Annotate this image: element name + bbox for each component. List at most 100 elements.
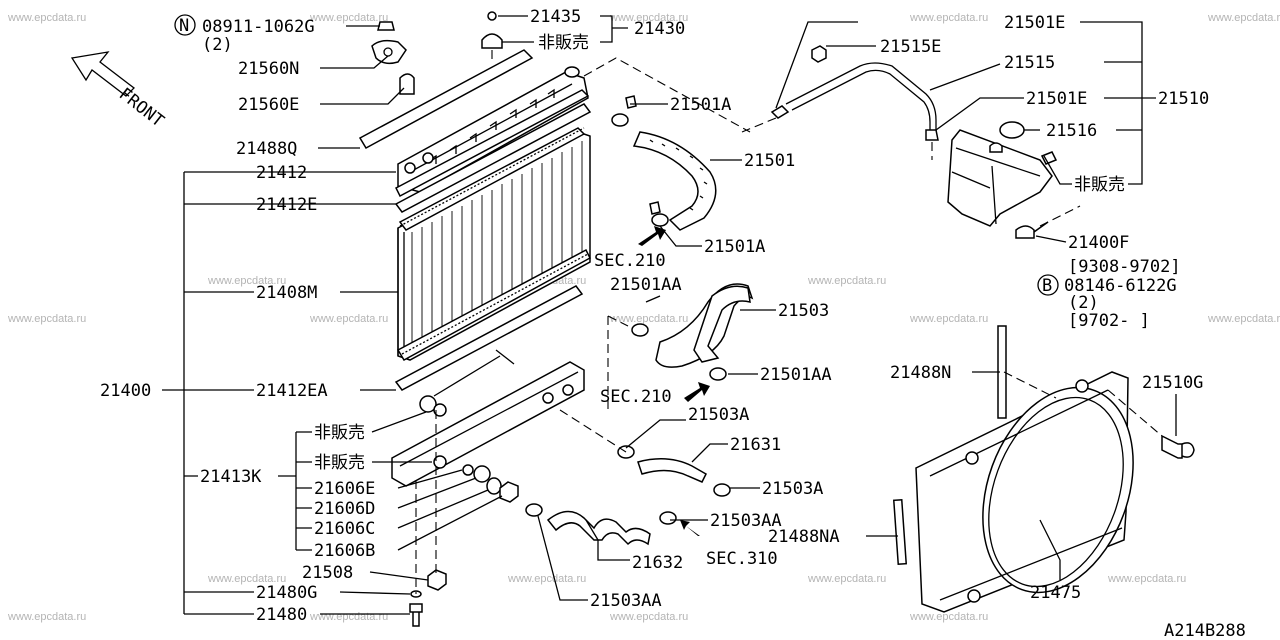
- label-21501a: 21501A: [704, 237, 765, 257]
- label-21503: 21503: [778, 301, 829, 321]
- bracket-21560n: [371, 39, 407, 65]
- watermark: www.epcdata.ru: [807, 573, 886, 585]
- clip-21501e-tank: [925, 129, 939, 141]
- cap-21430: [481, 33, 503, 49]
- n-mark-icon: [174, 14, 196, 36]
- label-not-sold: 非販売: [538, 33, 589, 53]
- front-arrow-icon: FRONT: [70, 51, 168, 131]
- label-21413k: 21413K: [200, 467, 262, 487]
- seal-21412: [395, 89, 590, 198]
- label-not-sold: 非販売: [314, 423, 365, 443]
- lower-hose-21503: [631, 283, 754, 381]
- watermark: www.epcdata.ru: [1207, 313, 1280, 325]
- label-21606c: 21606C: [314, 519, 375, 539]
- watermark: www.epcdata.ru: [207, 573, 286, 585]
- mount-21508: [427, 569, 447, 591]
- label-21475: 21475: [1030, 583, 1081, 603]
- label-21408m: 21408M: [256, 283, 317, 303]
- label-21488n: 21488N: [890, 363, 951, 383]
- label-21501e: 21501E: [1004, 13, 1065, 33]
- label-08146: 08146-6122G: [1064, 276, 1177, 296]
- label-21412ea: 21412EA: [256, 381, 328, 401]
- label-21501a: 21501A: [670, 95, 731, 115]
- label-21606d: 21606D: [314, 499, 375, 519]
- label-21430: 21430: [634, 19, 685, 39]
- label-21412e: 21412E: [256, 195, 317, 215]
- label-21606e: 21606E: [314, 479, 375, 499]
- label-sec210: SEC.210: [594, 251, 666, 271]
- reservoir-tank-21510: [947, 121, 1058, 227]
- watermark: www.epcdata.ru: [309, 12, 388, 24]
- hose-21631: [617, 445, 731, 497]
- label-21515: 21515: [1004, 53, 1055, 73]
- label-08146-qty: (2): [1068, 293, 1099, 313]
- clip-21501e: [770, 105, 790, 119]
- label-21435: 21435: [530, 7, 581, 27]
- label-21631: 21631: [730, 435, 781, 455]
- label-21501aa: 21501AA: [760, 365, 832, 385]
- label-21516: 21516: [1046, 121, 1097, 141]
- label-sec210: SEC.210: [600, 387, 672, 407]
- b-mark: B: [1042, 276, 1052, 296]
- overflow-hose-21515: [770, 45, 939, 141]
- label-not-sold: 非販売: [1074, 175, 1125, 195]
- label-21412: 21412: [256, 163, 307, 183]
- hose-21632: [525, 503, 677, 546]
- label-21480g: 21480G: [256, 583, 317, 603]
- label-08911: 08911-1062G: [202, 17, 315, 37]
- clip-21515e: [811, 45, 827, 63]
- seal-21412ea: [394, 285, 584, 391]
- leader-lines: [162, 15, 1177, 615]
- label-21501aa: 21501AA: [610, 275, 682, 295]
- bolt-21510g: [1161, 434, 1195, 459]
- label-21560n: 21560N: [238, 59, 299, 79]
- watermark: www.epcdata.ru: [609, 12, 688, 24]
- label-21510: 21510: [1158, 89, 1209, 109]
- oring-21606c: [486, 477, 502, 495]
- label-21632: 21632: [632, 553, 683, 573]
- washer-21606d: [473, 465, 491, 483]
- label-sec310: SEC.310: [706, 549, 778, 569]
- watermark: www.epcdata.ru: [807, 275, 886, 287]
- fan-shroud-21475: [915, 371, 1134, 613]
- watermark: www.epcdata.ru: [7, 12, 86, 24]
- label-21480: 21480: [256, 605, 307, 625]
- label-21503a: 21503A: [762, 479, 823, 499]
- grommet-08911: [377, 21, 395, 31]
- radiator-lower-tank: [391, 349, 585, 487]
- watermark: www.epcdata.ru: [309, 611, 388, 623]
- label-date-range: [9702- ]: [1068, 311, 1150, 331]
- diagram-code: A214B288: [1164, 621, 1246, 640]
- label-21560e: 21560E: [238, 95, 299, 115]
- nut-21606b: [499, 481, 519, 503]
- watermark: www.epcdata.ru: [7, 611, 86, 623]
- watermark: www.epcdata.ru: [1207, 12, 1280, 24]
- label-21503a: 21503A: [688, 405, 749, 425]
- watermark: www.epcdata.ru: [909, 12, 988, 24]
- label-date-range: [9308-9702]: [1068, 257, 1181, 277]
- label-not-sold: 非販売: [314, 453, 365, 473]
- watermark: www.epcdata.ru: [1107, 573, 1186, 585]
- sec210-arrow-icon: [684, 382, 710, 402]
- sec310-arrow-icon: [680, 520, 700, 536]
- seal-21488q: [358, 49, 534, 150]
- label-21488q: 21488Q: [236, 139, 297, 159]
- front-label: FRONT: [115, 84, 168, 131]
- mount-21560e: [399, 73, 415, 95]
- label-21488na: 21488NA: [768, 527, 840, 547]
- oring-21606e: [462, 464, 474, 476]
- seal-21412e: [394, 103, 592, 213]
- label-21510g: 21510G: [1142, 373, 1203, 393]
- part-labels: 08911-1062G (2) 21560N 21560E 21488Q 214…: [100, 7, 1246, 640]
- watermark: www.epcdata.ru: [609, 313, 688, 325]
- watermark: www.epcdata.ru: [909, 313, 988, 325]
- label-21515e: 21515E: [880, 37, 941, 57]
- n-mark: N: [179, 16, 189, 36]
- label-21606b: 21606B: [314, 541, 375, 561]
- watermark: www.epcdata.ru: [309, 313, 388, 325]
- label-21503aa: 21503AA: [710, 511, 782, 531]
- watermark: www.epcdata.ru: [507, 573, 586, 585]
- b-mark-icon: [1037, 274, 1059, 296]
- label-08911-qty: (2): [202, 35, 233, 55]
